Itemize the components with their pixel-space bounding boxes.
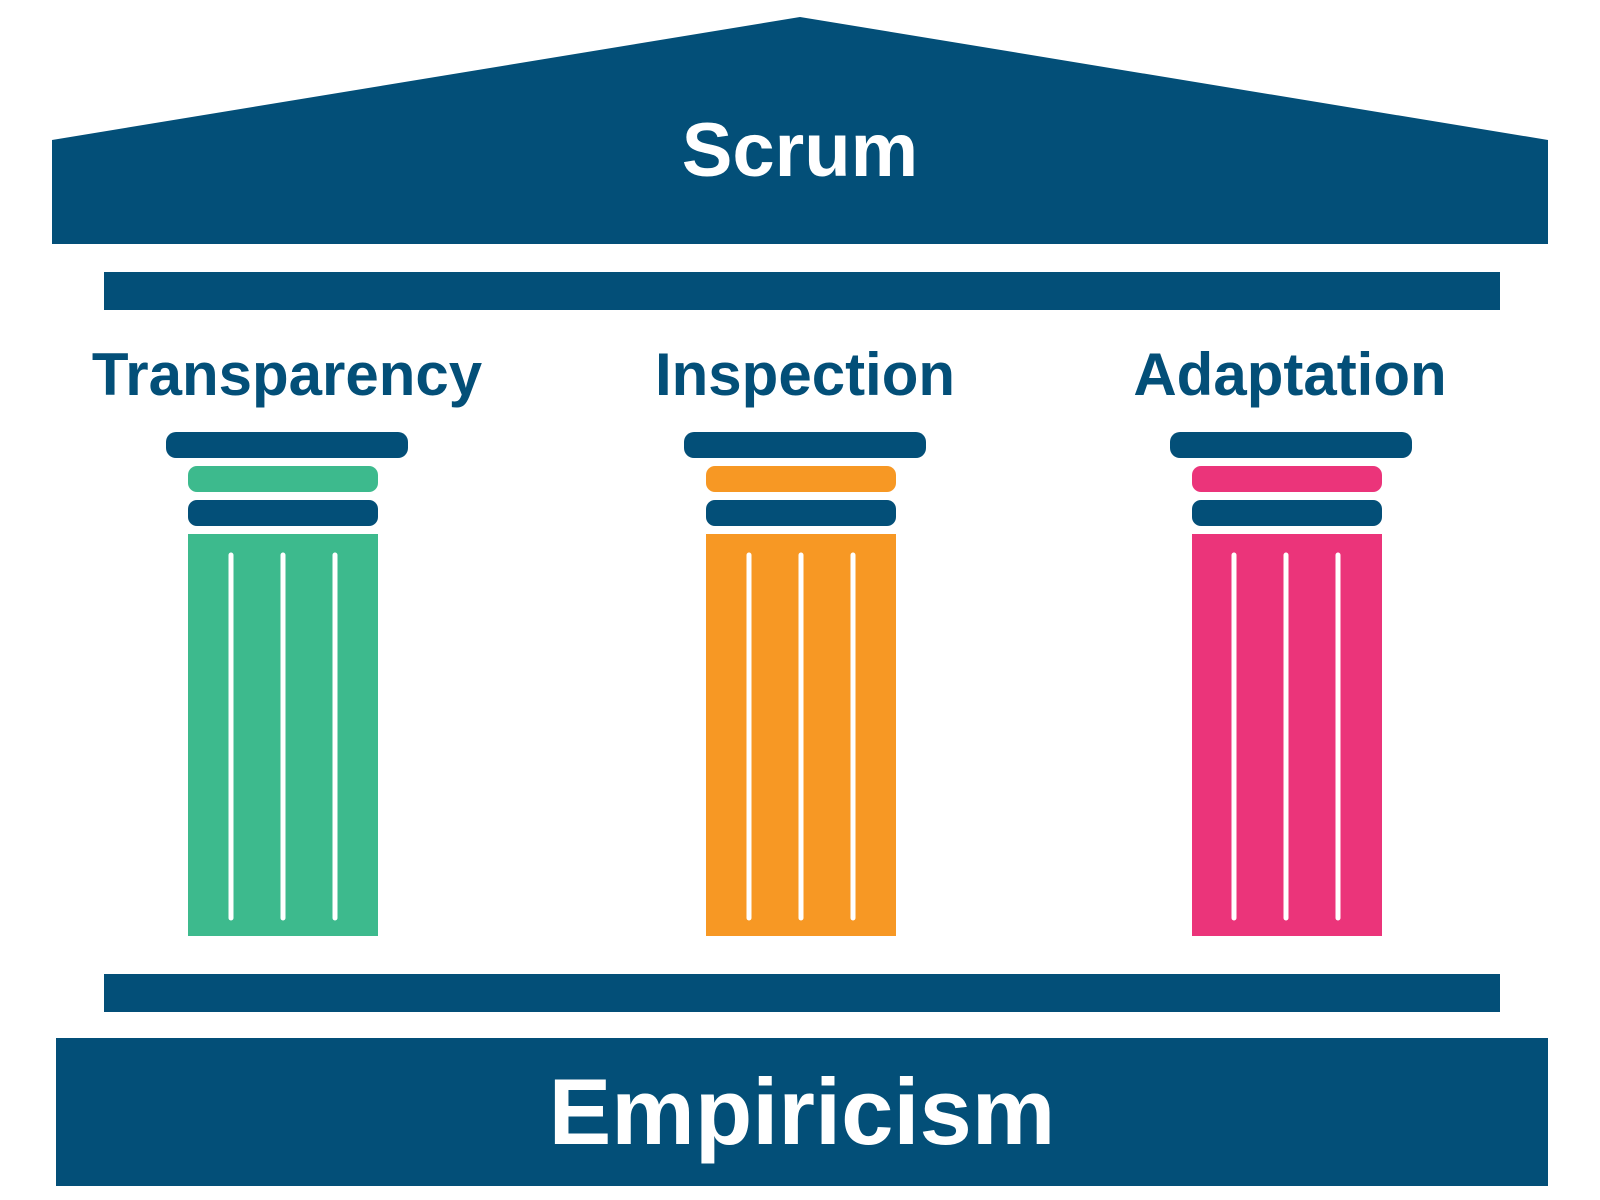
pillar-capital-band [188,466,378,492]
pillar-adaptation: Adaptation [1133,341,1447,936]
architrave-beam [104,272,1500,310]
pillar-inspection: Inspection [655,341,955,936]
foundation-title: Empiricism [549,1059,1056,1164]
pillar-capital-top [1170,432,1412,458]
pillar-capital-band [706,466,896,492]
pillar-necking [188,500,378,526]
roof [52,17,1548,244]
pillar-transparency: Transparency [92,341,483,936]
pillar-label-transparency: Transparency [92,341,483,408]
pillar-necking [1192,500,1382,526]
roof-title: Scrum [682,108,919,193]
pillar-capital-band [1192,466,1382,492]
pillar-label-adaptation: Adaptation [1133,341,1446,408]
stylobate-beam [104,974,1500,1012]
pillar-capital-top [684,432,926,458]
pillar-capital-top [166,432,408,458]
pillar-label-inspection: Inspection [655,341,955,408]
pillar-necking [706,500,896,526]
foundation [56,1038,1548,1186]
